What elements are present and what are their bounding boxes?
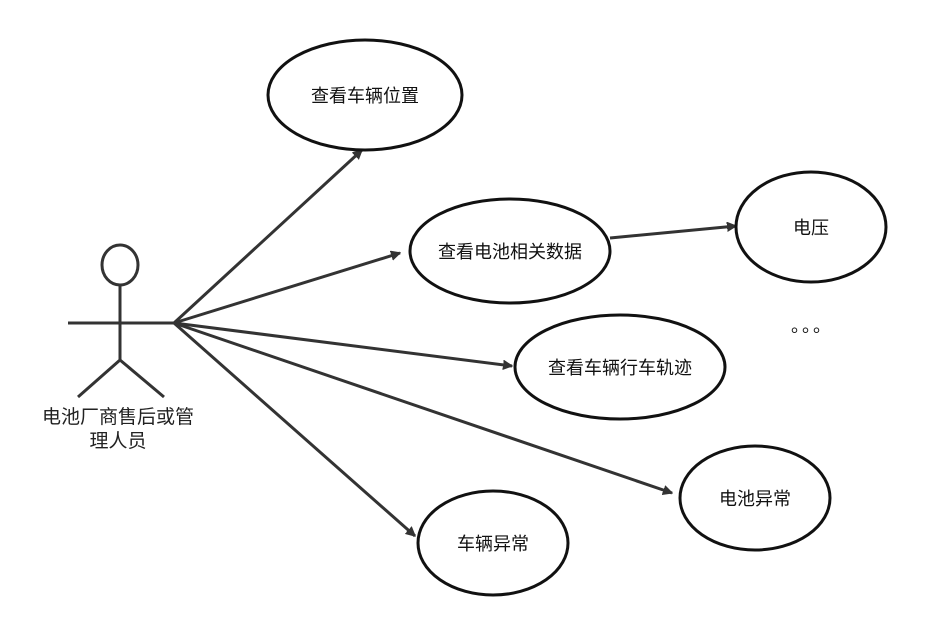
use-case-battery-abnormal[interactable] [678, 444, 832, 552]
label-battery-data: 查看电池相关数据 [438, 242, 582, 263]
actor-left-leg [77, 358, 121, 399]
actor-label-line1: 电池厂商售后或管 [41, 406, 195, 428]
use-case-voltage[interactable] [734, 170, 888, 284]
arrow-to-voltage [609, 226, 736, 240]
arrow-to-vehicle-location [172, 148, 364, 325]
arrow-to-battery-data [173, 253, 400, 325]
actor-figure [68, 243, 174, 399]
actor-label-line2: 理人员 [89, 430, 147, 452]
arrow-to-vehicle-abnormal [173, 321, 415, 538]
use-case-vehicle-track[interactable] [513, 313, 727, 421]
label-vehicle-abnormal: 车辆异常 [457, 534, 529, 555]
actor-right-leg [119, 358, 165, 399]
arrow-to-battery-abnormal [173, 321, 672, 493]
actor-label: 电池厂商售后或管 理人员 [42, 405, 194, 453]
actor-head [100, 243, 140, 287]
use-case-vehicle-location[interactable] [266, 38, 464, 152]
label-battery-abnormal: 电池异常 [719, 489, 791, 510]
use-case-vehicle-abnormal[interactable] [416, 489, 570, 597]
label-vehicle-location: 查看车辆位置 [311, 86, 419, 107]
label-vehicle-track: 查看车辆行车轨迹 [548, 358, 692, 379]
ellipsis-text: 。。。 [791, 316, 833, 337]
arrow-to-vehicle-track [173, 321, 512, 366]
label-voltage: 电压 [793, 218, 829, 239]
use-case-battery-data[interactable] [408, 197, 612, 305]
